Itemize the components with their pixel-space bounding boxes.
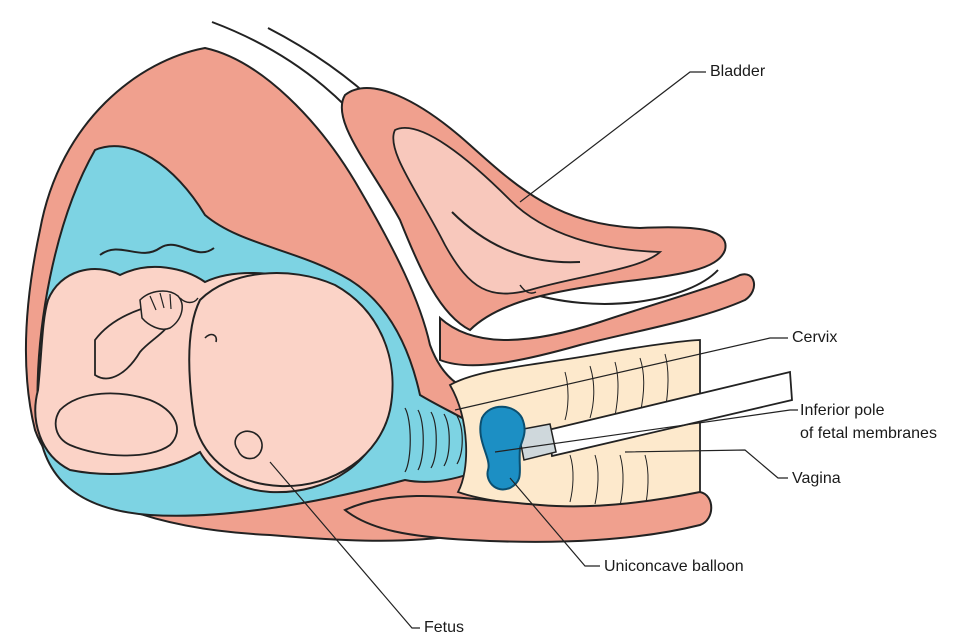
- label-inferior-pole-line2: of fetal membranes: [800, 423, 937, 444]
- uniconcave-balloon: [480, 407, 524, 490]
- leader-bladder: [520, 72, 706, 202]
- label-vagina: Vagina: [792, 468, 841, 489]
- label-cervix: Cervix: [792, 327, 837, 348]
- label-inferior-pole-line1: Inferior pole: [800, 400, 885, 421]
- label-bladder: Bladder: [710, 61, 765, 82]
- label-fetus: Fetus: [424, 617, 464, 638]
- label-balloon: Uniconcave balloon: [604, 556, 744, 577]
- fetus-head: [189, 273, 392, 486]
